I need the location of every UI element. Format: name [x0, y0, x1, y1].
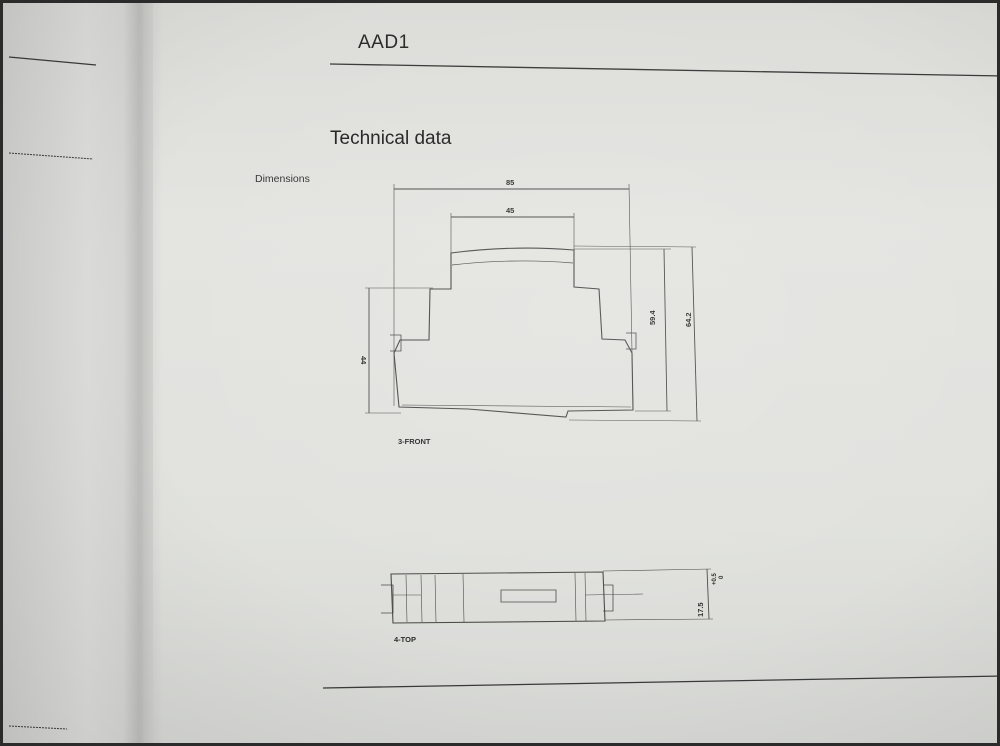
- dimensions-label: Dimensions: [255, 173, 310, 185]
- dim-label-64-2: 64.2: [684, 312, 693, 327]
- left-dotted-rule: [8, 152, 94, 160]
- dim-label-45: 45: [506, 206, 514, 215]
- left-header-rule: [8, 56, 97, 66]
- top-divider-5: [574, 572, 577, 622]
- top-right-screw: [584, 593, 644, 596]
- left-page: [3, 3, 143, 743]
- top-divider-3: [434, 574, 437, 623]
- dim-label-44: 44: [359, 356, 368, 365]
- model-header: AAD1: [358, 32, 410, 53]
- top-window: [500, 589, 557, 603]
- footer-rule: [322, 675, 997, 689]
- top-left-clip: [381, 584, 394, 614]
- top-divider-1: [405, 574, 408, 623]
- front-view-caption: 3-FRONT: [398, 437, 431, 446]
- dim-label-17-5: 17.5: [696, 602, 705, 617]
- top-view-caption: 4-TOP: [394, 635, 416, 644]
- ext-line-17-5-bottom: [604, 618, 714, 621]
- right-clip: [626, 332, 637, 350]
- front-base-inner: [401, 404, 632, 408]
- ext-line-64-2-top: [573, 245, 697, 248]
- front-body-outline: [393, 247, 634, 418]
- front-top-inner: [451, 260, 574, 266]
- dim-line-17-5: [706, 568, 710, 620]
- technical-drawing: 85 45 44 59.4 64.2 3-FRONT +0.5 0 17.5 4…: [8, 56, 997, 730]
- header-rule: [329, 63, 997, 77]
- top-right-clip: [603, 584, 614, 612]
- dim-line-64-2: [691, 246, 698, 422]
- ext-line-64-2-bottom: [568, 419, 702, 422]
- top-view: [381, 568, 714, 624]
- dim-line-59-4: [663, 248, 668, 412]
- top-body-outline: [390, 571, 606, 624]
- front-view: [365, 183, 702, 422]
- left-bottom-dotted-rule: [8, 725, 68, 730]
- top-divider-2: [420, 574, 423, 623]
- top-divider-4: [462, 573, 465, 623]
- right-page: [153, 3, 997, 743]
- dim-label-85: 85: [506, 178, 514, 187]
- tolerance-upper: +0.5: [712, 572, 718, 585]
- left-clip: [390, 334, 402, 352]
- ext-line-17-5-top: [602, 568, 712, 572]
- tolerance-lower: 0: [719, 575, 725, 579]
- dim-label-59-4: 59.4: [648, 310, 657, 325]
- book-gutter: [123, 3, 163, 743]
- page-title: Technical data: [330, 128, 452, 149]
- top-divider-6: [584, 572, 587, 622]
